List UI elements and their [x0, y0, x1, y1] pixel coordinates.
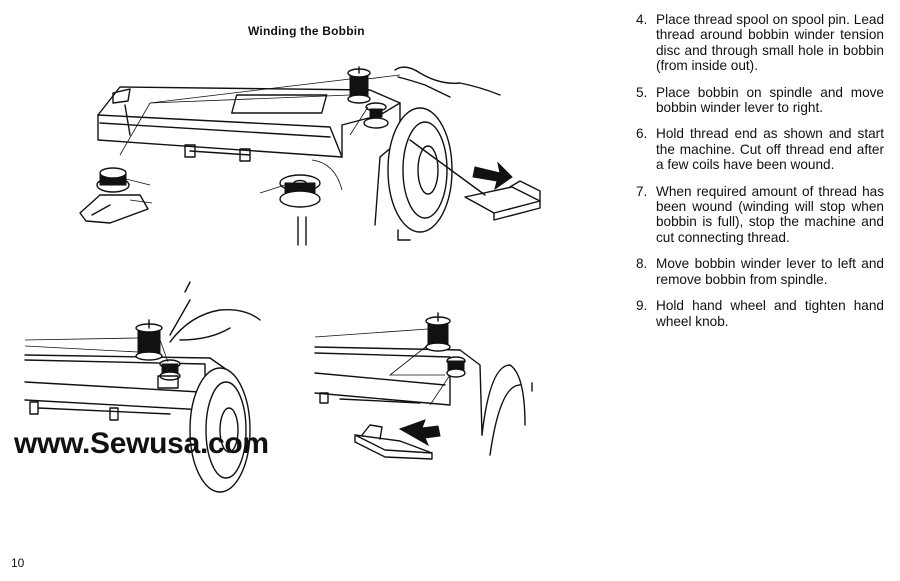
step-7: 7. When required amount of thread has be…: [636, 184, 884, 246]
step-6: 6. Hold thread end as shown and start th…: [636, 126, 884, 172]
step-5: 5. Place bobbin on spindle and move bobb…: [636, 85, 884, 116]
step-number: 8.: [636, 256, 648, 272]
step-text: Place bobbin on spindle and move bobbin …: [656, 84, 884, 116]
winding-bobbin-illustration: [24, 281, 261, 493]
step-number: 9.: [636, 298, 648, 314]
step-8: 8. Move bobbin winder lever to left and …: [636, 256, 884, 287]
step-text: Move bobbin winder lever to left and rem…: [656, 256, 884, 287]
step-text: When required amount of thread has been …: [656, 183, 884, 245]
section-title: Winding the Bobbin: [248, 24, 365, 38]
step-4: 4. Place thread spool on spool pin. Lead…: [636, 12, 884, 74]
watermark: www.Sewusa.com: [14, 427, 269, 460]
step-text: Hold hand wheel and tighten hand wheel k…: [656, 298, 884, 329]
step-number: 6.: [636, 126, 648, 142]
instruction-steps: 4. Place thread spool on spool pin. Lead…: [636, 12, 884, 340]
step-text: Place thread spool on spool pin. Lead th…: [656, 12, 884, 74]
step-9: 9. Hold hand wheel and tighten hand whee…: [636, 298, 884, 329]
step-number: 7.: [636, 183, 648, 199]
lever-left-illustration: [314, 312, 533, 460]
page-number: 10: [11, 556, 25, 570]
step-number: 4.: [636, 12, 648, 27]
winding-setup-illustration: [79, 66, 541, 246]
step-text: Hold thread end as shown and start the m…: [656, 126, 884, 173]
step-number: 5.: [636, 84, 648, 100]
